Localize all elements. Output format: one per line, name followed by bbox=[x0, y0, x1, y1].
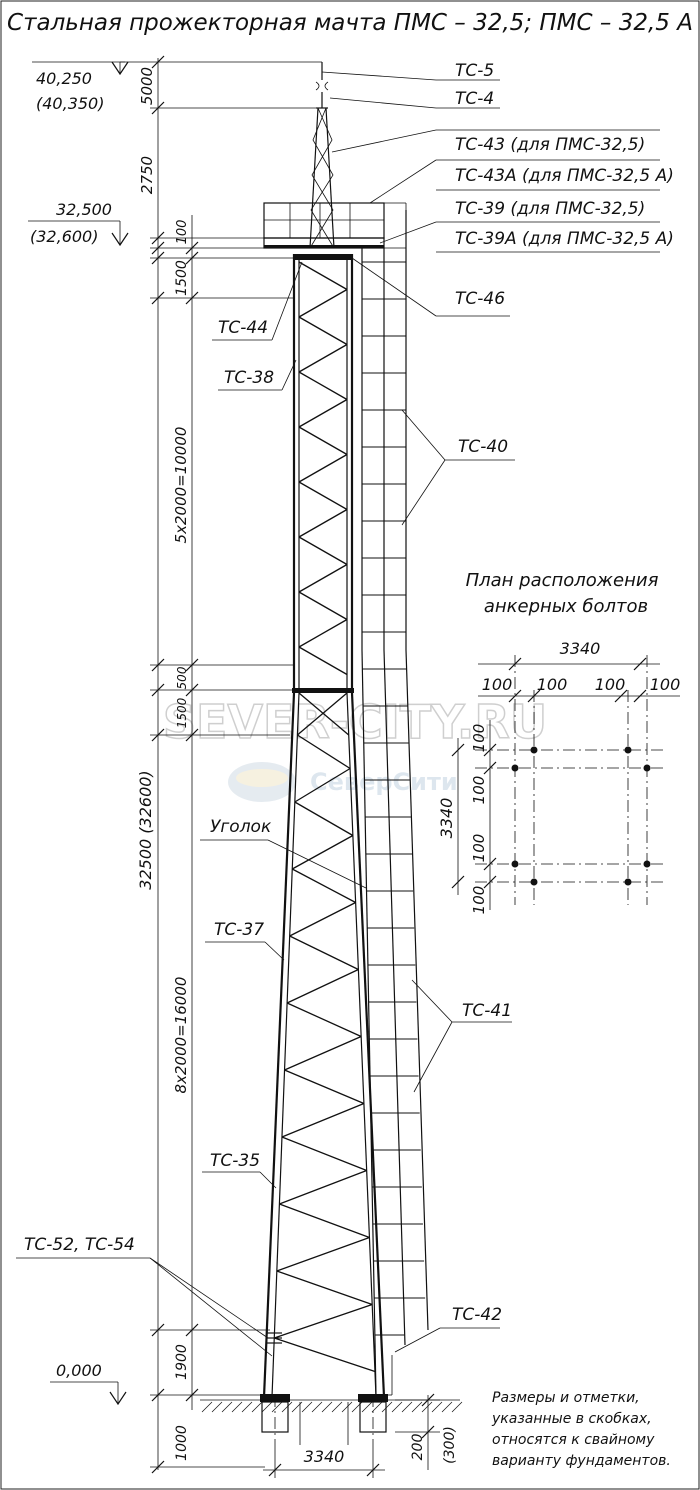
elevation-platform-pile: (32,600) bbox=[30, 227, 98, 246]
upper-mast-section bbox=[292, 254, 354, 693]
foundation: 3340 200 (300) bbox=[200, 1393, 463, 1478]
plan-dim-100-b: 100 bbox=[537, 675, 568, 694]
note: Размеры и отметки, указанные в скобках, … bbox=[491, 1390, 671, 1469]
label-tc52-54: ТС-52, ТС-54 bbox=[24, 1235, 135, 1255]
elevation-ground: 0,000 bbox=[50, 1361, 127, 1406]
lattice-bracing bbox=[274, 261, 376, 1373]
note-line-1: Размеры и отметки, bbox=[492, 1390, 640, 1406]
projector-platform bbox=[263, 202, 407, 249]
dim-lower-sections: 8х2000=16000 bbox=[172, 977, 190, 1094]
plan-height-dim: 3340 bbox=[437, 798, 456, 839]
note-line-4: варианту фундаментов. bbox=[492, 1453, 671, 1469]
plan-title-line2: анкерных болтов bbox=[484, 596, 648, 617]
dim-1900: 1900 bbox=[174, 1344, 190, 1380]
elevation-top-pile: (40,350) bbox=[36, 94, 104, 113]
dim-100: 100 bbox=[175, 220, 190, 245]
plan-width-dim: 3340 bbox=[560, 639, 601, 658]
plan-title-line1: План расположения bbox=[466, 570, 659, 591]
drawing-title: Стальная прожекторная мачта ПМС – 32,5; … bbox=[7, 10, 693, 36]
anchor-bolts bbox=[511, 746, 651, 886]
dim-300: (300) bbox=[442, 1426, 458, 1464]
label-tc42: ТС-42 bbox=[452, 1305, 502, 1325]
elevation-platform-value: 32,500 bbox=[56, 200, 112, 219]
plan-dim-100-c: 100 bbox=[595, 675, 626, 694]
label-tc39: ТС-39 (для ПМС-32,5) bbox=[455, 199, 645, 219]
dim-200: 200 bbox=[410, 1434, 426, 1461]
lightning-rod bbox=[309, 62, 335, 249]
dim-1500-top: 1500 bbox=[174, 260, 190, 296]
elevation-ground-value: 0,000 bbox=[56, 1361, 102, 1380]
label-tc35: ТС-35 bbox=[210, 1151, 260, 1171]
plan-vdim-100-b: 100 bbox=[470, 776, 488, 805]
dim-total: 32500 (32600) bbox=[136, 770, 155, 889]
label-tc43: ТС-43 (для ПМС-32,5) bbox=[455, 135, 645, 155]
note-line-3: относятся к свайному bbox=[492, 1432, 655, 1448]
note-line-2: указанные в скобках, bbox=[491, 1411, 652, 1427]
left-dimension-chain: 5000 2750 100 1500 5х2000=10000 500 1500… bbox=[120, 55, 322, 1474]
label-tc5: ТС-5 bbox=[455, 61, 494, 81]
label-tc40: ТС-40 bbox=[458, 437, 508, 457]
elevation-top: 40,250 (40,350) bbox=[32, 61, 129, 113]
label-tc37: ТС-37 bbox=[214, 920, 264, 940]
dim-2750: 2750 bbox=[138, 156, 156, 194]
dim-1500-mid: 1500 bbox=[175, 697, 189, 728]
dim-1000: 1000 bbox=[174, 1425, 190, 1461]
label-tc39a: ТС-39А (для ПМС-32,5 А) bbox=[455, 229, 674, 249]
plan-dim-100-a: 100 bbox=[482, 675, 513, 694]
part-labels: ТС-5 ТС-4 ТС-43 (для ПМС-32,5) ТС-43А (д… bbox=[16, 61, 674, 1357]
lower-mast-section bbox=[260, 692, 388, 1402]
watermark-subtext: СеверСити bbox=[310, 768, 458, 796]
label-ugolok: Уголок bbox=[210, 817, 272, 837]
dim-5000: 5000 bbox=[138, 67, 156, 105]
plan-vdim-100-c: 100 bbox=[470, 834, 488, 863]
ladder bbox=[361, 210, 429, 1396]
plan-dim-100-d: 100 bbox=[650, 675, 681, 694]
label-tc38: ТС-38 bbox=[224, 368, 274, 388]
base-width-dim: 3340 bbox=[304, 1447, 345, 1466]
plan-vdim-100-d: 100 bbox=[470, 886, 488, 915]
dim-500: 500 bbox=[175, 666, 189, 689]
anchor-bolt-plan: План расположения анкерных болтов 3340 1… bbox=[437, 570, 680, 914]
label-tc44: ТС-44 bbox=[218, 318, 268, 338]
label-tc4: ТС-4 bbox=[455, 89, 494, 109]
dim-upper-sections: 5х2000=10000 bbox=[172, 427, 190, 544]
elevation-top-value: 40,250 bbox=[36, 69, 92, 88]
elevation-platform: 32,500 (32,600) bbox=[28, 200, 129, 247]
plan-vdim-100-a: 100 bbox=[470, 724, 488, 753]
watermark-logo-icon bbox=[228, 762, 296, 802]
label-tc46: ТС-46 bbox=[455, 289, 505, 309]
label-tc43a: ТС-43А (для ПМС-32,5 А) bbox=[455, 166, 674, 186]
label-tc41: ТС-41 bbox=[462, 1001, 512, 1021]
